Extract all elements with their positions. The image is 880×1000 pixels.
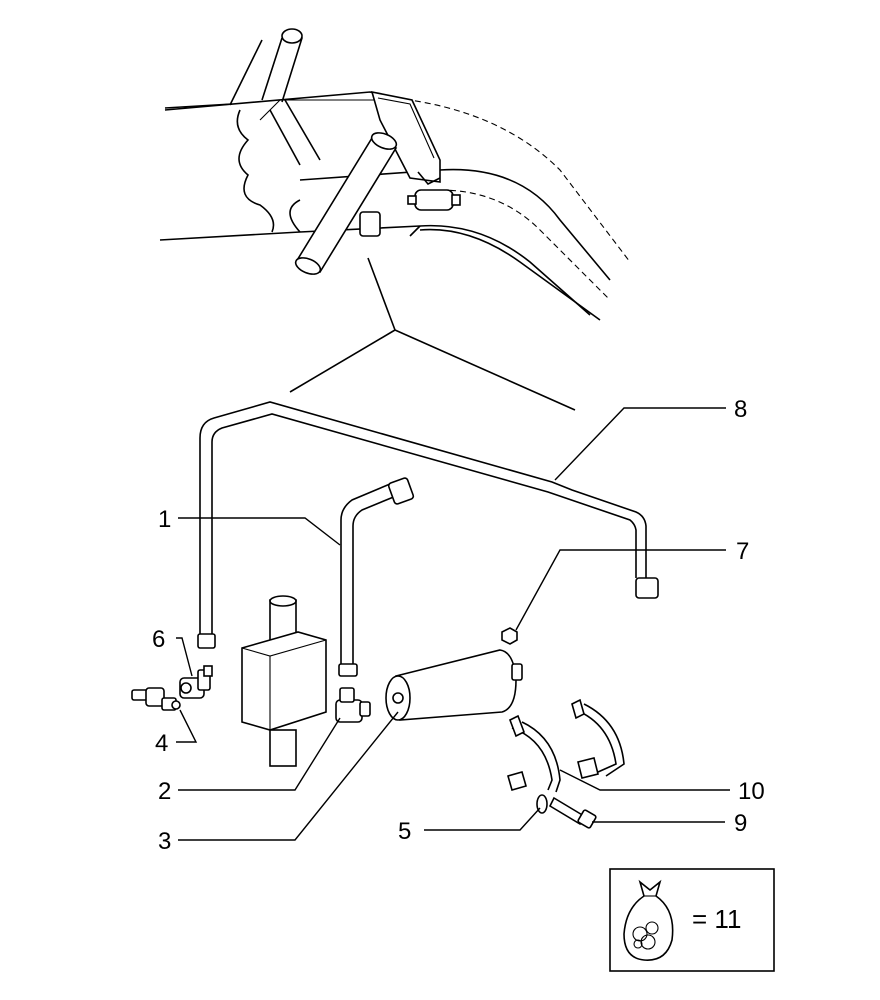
kit-box: = 11 [609,868,775,972]
callout-9: 9 [734,810,747,837]
callout-4: 4 [155,730,168,757]
filter-canister-part-3 [385,649,523,721]
mounted-filter-detail [359,171,461,237]
bolt-part-9 [548,796,597,829]
straight-fitting-part-4 [131,687,181,711]
parts-bag-icon [623,879,674,961]
callout-5: 5 [398,818,411,845]
roll-bar-post-front [294,132,398,275]
callout-2: 2 [158,778,171,805]
pipe-part-1 [338,477,415,677]
callout-6: 6 [152,626,165,653]
elbow-fitting-part-6 [179,665,213,699]
elbow-fitting-part-2 [335,687,371,723]
frame-overview [159,28,631,411]
callout-8: 8 [734,396,747,423]
clamp-part-10 [507,698,625,793]
callout-1: 1 [158,506,171,533]
callout-7: 7 [736,538,749,565]
leader-lines [176,407,730,841]
mounting-block [241,595,327,767]
pipe-part-8 [197,401,659,649]
kit-quantity-label: = 11 [692,904,741,934]
nut-part-7 [501,627,518,645]
callout-3: 3 [158,828,171,855]
frame-bracket [370,90,441,183]
callout-10: 10 [738,778,765,805]
roll-bar-post-top [229,28,303,106]
